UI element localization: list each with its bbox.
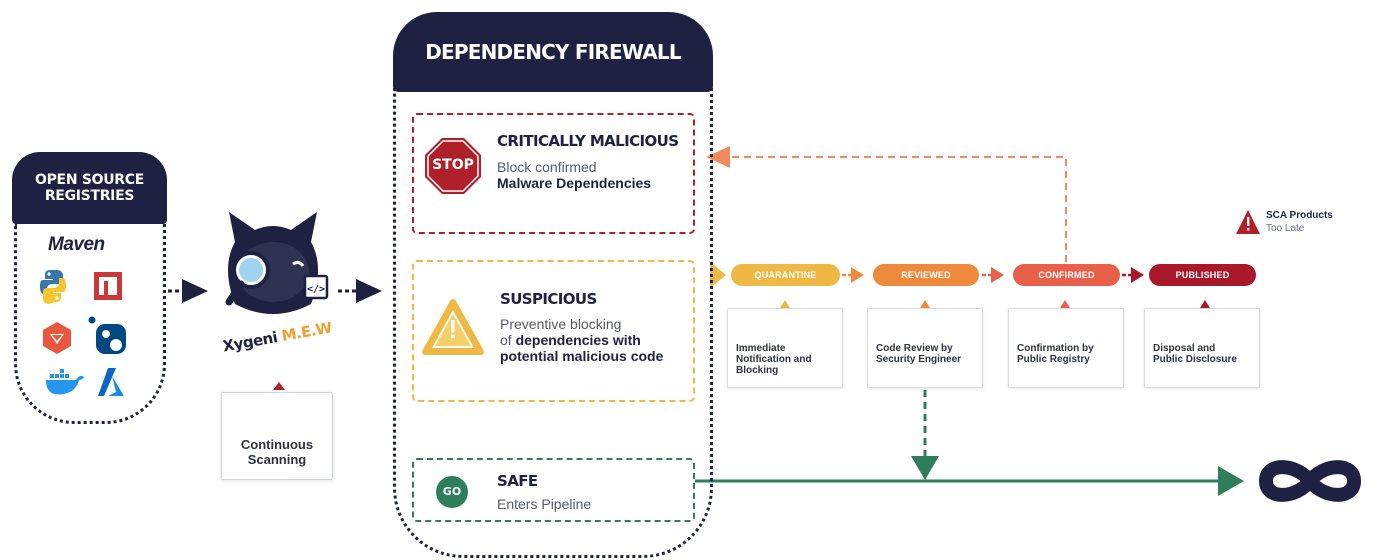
infinity-icon <box>1258 460 1362 502</box>
card-disposal-text: Disposal and Public Disclosure <box>1153 343 1237 365</box>
suspicious-title: SUSPICIOUS <box>500 290 597 308</box>
suspicious-to-quarantine-arrow <box>710 262 726 288</box>
stage-published: PUBLISHED <box>1149 264 1256 286</box>
firewall-container <box>393 88 713 558</box>
ruby-gems-icon <box>43 322 71 354</box>
registries-header: OPEN SOURCE REGISTRIES <box>12 152 167 224</box>
card-pointer-2 <box>920 300 930 308</box>
confirmed-to-critical-arrow <box>706 146 1067 262</box>
go-label: GO <box>442 485 462 498</box>
safe-line1: Enters Pipeline <box>497 496 592 512</box>
card-notification-text: Immediate Notification and Blocking <box>736 343 812 376</box>
xygeni-logo-text: Xygeni M.E.W <box>221 319 333 356</box>
stage-arrow-1 <box>842 267 864 283</box>
registries-title-line1: OPEN SOURCE <box>35 172 144 188</box>
warning-mark: ! <box>448 314 458 344</box>
safe-pipeline-arrow <box>695 466 1244 496</box>
continuous-scanning-card: Continuous Scanning <box>221 392 333 480</box>
stop-sign-label: STOP <box>432 157 474 173</box>
safe-title: SAFE <box>497 472 538 490</box>
critical-title: CRITICALLY MALICIOUS <box>497 132 679 150</box>
warning-icon <box>422 299 484 355</box>
card-confirmation-text: Confirmation by Public Registry <box>1017 343 1094 365</box>
svg-text:</>: </> <box>307 284 325 295</box>
critical-box <box>412 113 695 234</box>
scan-pointer <box>273 382 285 390</box>
suspicious-box <box>412 260 695 402</box>
card-code-review-text: Code Review by Security Engineer <box>876 343 962 365</box>
registry-to-scanner-arrow <box>168 279 208 303</box>
firewall-header: DEPENDENCY FIREWALL <box>393 12 713 92</box>
sca-products-title: SCA Products <box>1266 210 1333 221</box>
registries-title-line2: REGISTRIES <box>44 188 135 204</box>
sca-warning-icon <box>1236 210 1260 234</box>
suspicious-line2: of dependencies with <box>500 332 641 348</box>
suspicious-line1: Preventive blocking <box>500 316 622 332</box>
critical-line2: Malware Dependencies <box>497 175 652 191</box>
registries-container <box>14 224 166 424</box>
stage-arrow-2 <box>982 267 1004 283</box>
stage-confirmed: CONFIRMED <box>1013 264 1120 286</box>
card-code-review: Code Review by Security Engineer <box>867 308 983 388</box>
sca-products-subtitle: Too Late <box>1266 223 1305 234</box>
scanner-to-firewall-arrow <box>338 279 382 303</box>
xygeni-mascot: </> <box>225 212 329 314</box>
continuous-scanning-label: Continuous Scanning <box>240 437 314 467</box>
card-pointer-1 <box>780 300 790 308</box>
maven-logo: Maven <box>48 234 105 255</box>
critical-line1: Block confirmed <box>497 159 597 175</box>
stage-arrow-3 <box>1122 267 1144 283</box>
card-pointer-4 <box>1200 300 1210 308</box>
safe-box <box>412 458 695 522</box>
card-notification: Immediate Notification and Blocking <box>727 308 843 388</box>
card-pointer-3 <box>1060 300 1070 308</box>
card-confirmation: Confirmation by Public Registry <box>1008 308 1124 388</box>
reviewed-to-safe-arrow <box>911 390 939 480</box>
stage-reviewed: REVIEWED <box>873 264 979 286</box>
suspicious-line3: potential malicious code <box>500 348 664 364</box>
stage-quarantine: QUARANTINE <box>731 264 840 286</box>
card-disposal: Disposal and Public Disclosure <box>1144 308 1260 388</box>
xygeni-logo-part1: Xygeni <box>221 328 279 356</box>
nuget-icon <box>88 316 126 354</box>
xygeni-logo-part2: M.E.W <box>280 318 334 346</box>
